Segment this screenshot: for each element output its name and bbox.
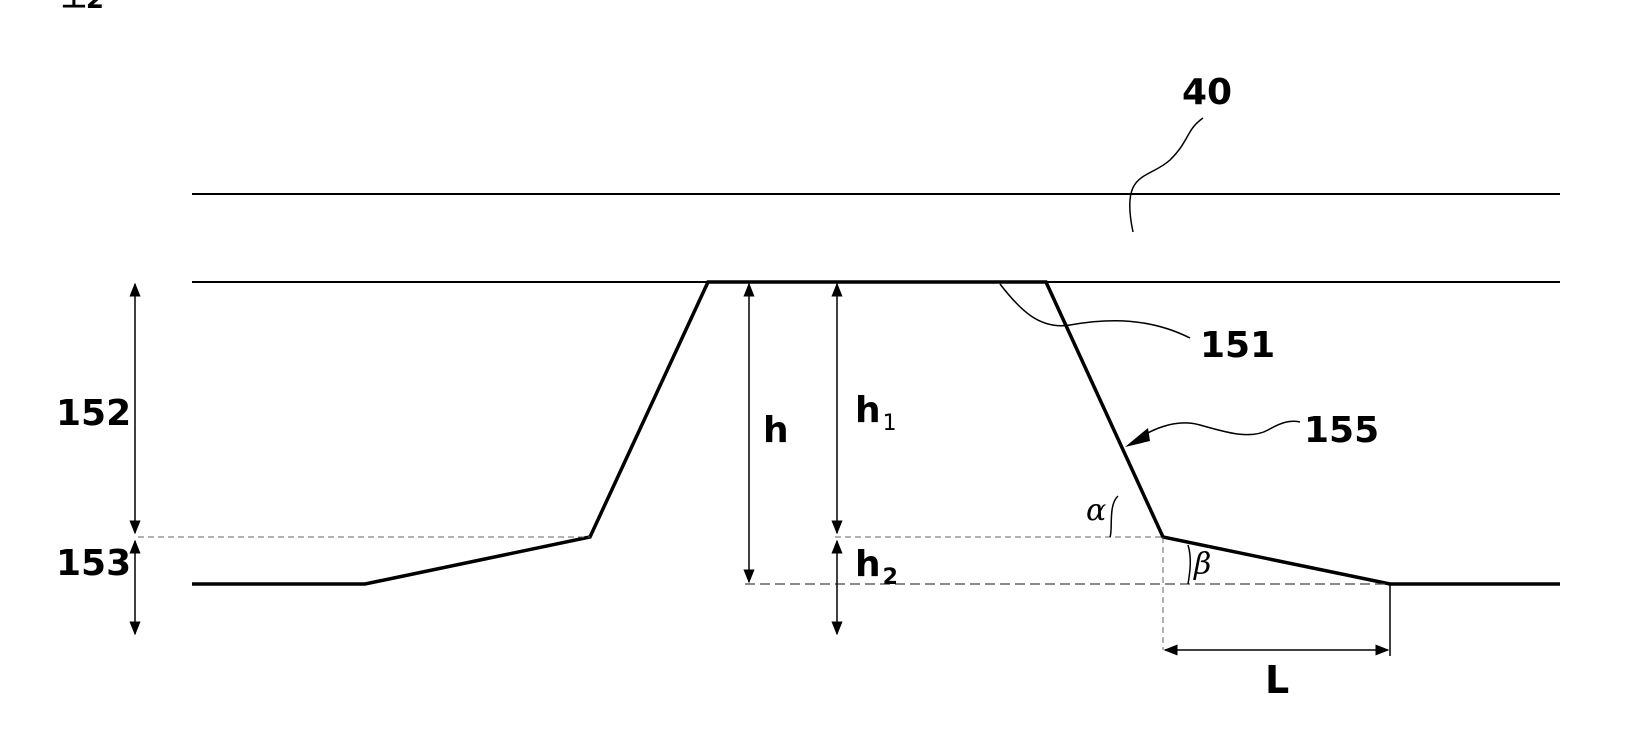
leader-line-40	[1130, 118, 1203, 232]
label-151: 151	[1200, 325, 1275, 366]
label-h1-sub: 1	[883, 411, 897, 436]
label-beta: β	[1193, 547, 1211, 582]
label-L: L	[1265, 658, 1289, 702]
label-152: 152	[56, 393, 131, 434]
label-153: 153	[56, 543, 131, 584]
label-h1-main: h	[855, 390, 881, 431]
angle-arc-beta	[1188, 545, 1190, 584]
label-h: h	[763, 410, 789, 451]
leader-line-155	[1133, 421, 1300, 442]
label-alpha: α	[1086, 493, 1106, 528]
label-155: 155	[1304, 410, 1379, 451]
label-h2-sub: 2	[883, 565, 898, 590]
leader-arrowhead-155	[1125, 428, 1150, 447]
leader-line-151	[1000, 284, 1190, 338]
figure-corner-label: 도2	[62, 0, 104, 15]
label-h1: h1	[855, 390, 897, 436]
label-40: 40	[1182, 72, 1232, 113]
label-h2: h2	[855, 544, 898, 590]
angle-arc-alpha	[1110, 496, 1118, 537]
label-h2-main: h	[855, 544, 881, 585]
